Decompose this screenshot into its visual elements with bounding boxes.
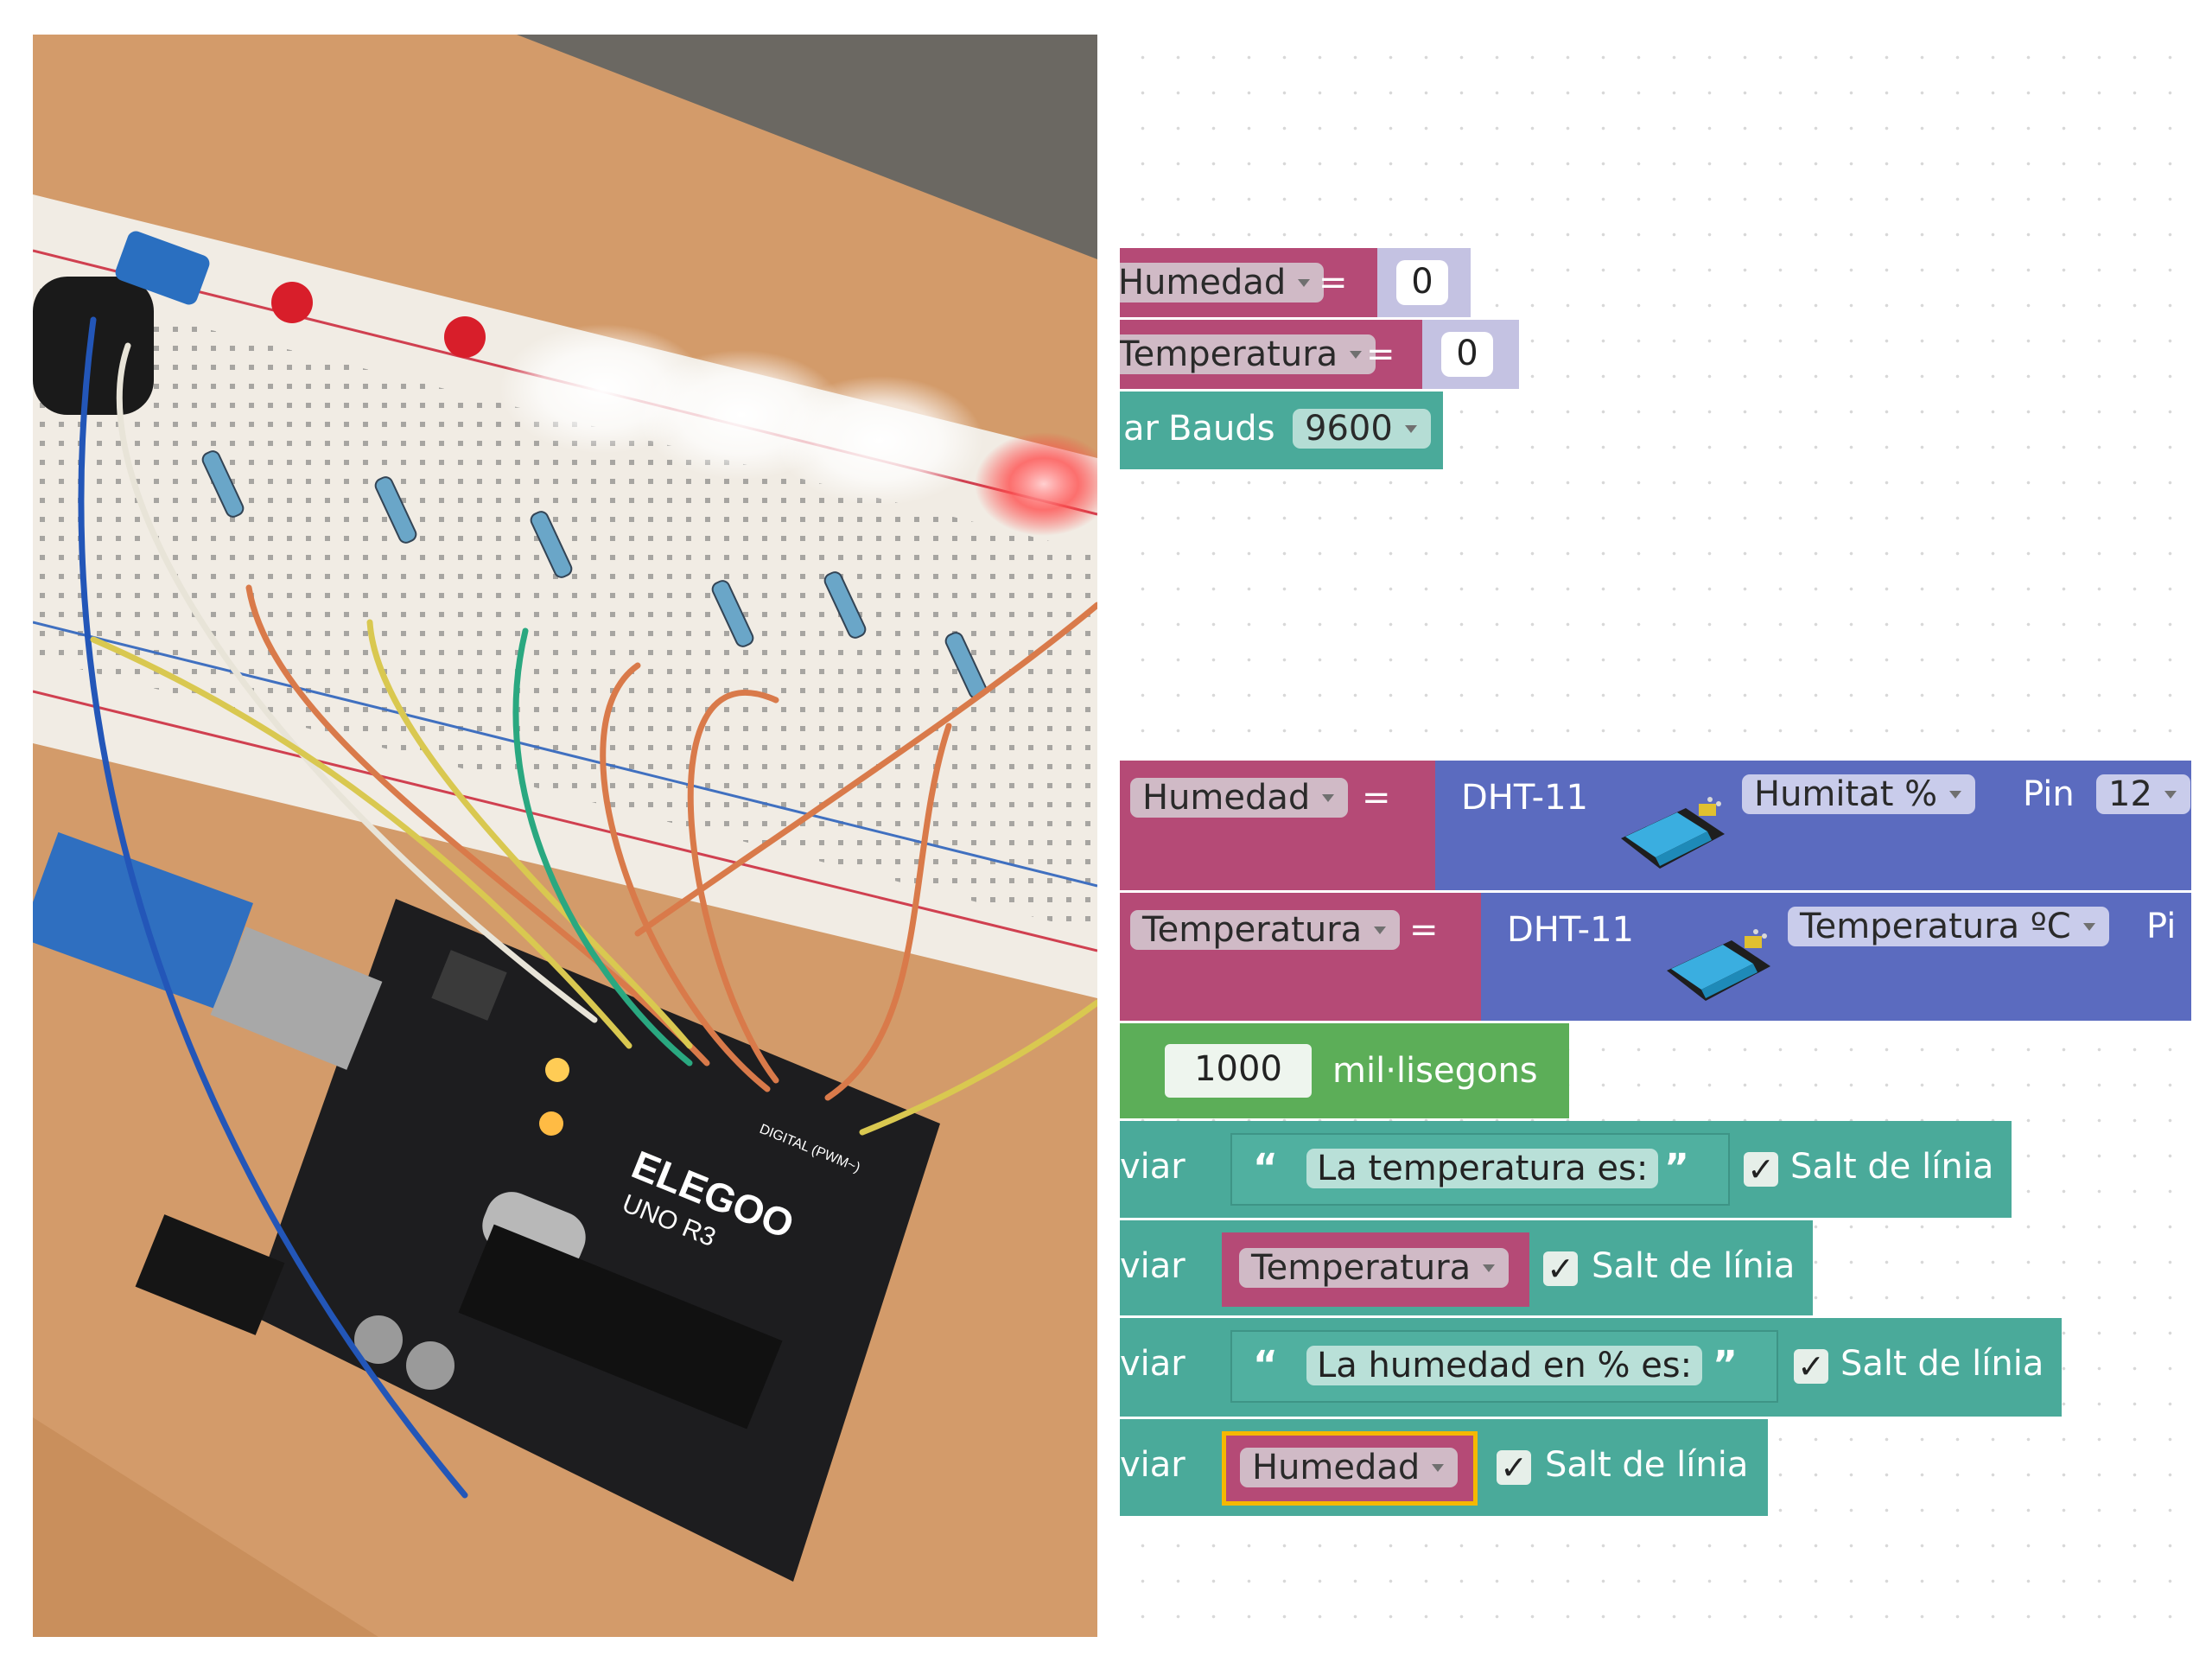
block-prefix: viar — [1120, 1147, 1185, 1187]
serial-print-block[interactable]: viar Humedad ✓ Salt de línia — [1120, 1419, 1768, 1516]
variable-dropdown-temperatura[interactable]: Temperatura — [1120, 334, 1376, 374]
sensor-name: DHT-11 — [1461, 778, 1588, 818]
equals-sign: = — [1409, 910, 1439, 950]
serial-print-block[interactable]: viar “ La humedad en % es: ” ✓ Salt de l… — [1120, 1318, 2062, 1417]
variable-get-block-selected[interactable]: Humedad — [1222, 1431, 1478, 1506]
set-humedad-sensor-block[interactable]: Humedad = — [1120, 761, 1457, 890]
newline-label: Salt de línia — [1790, 1147, 1994, 1187]
newline-label: Salt de línia — [1592, 1246, 1796, 1286]
sensor-mode-dropdown[interactable]: Humitat % — [1742, 774, 1976, 814]
red-led-glow — [975, 432, 1097, 536]
serial-begin-block[interactable]: ar Bauds 9600 — [1120, 392, 1443, 469]
dht11-sensor-icon — [1617, 786, 1729, 882]
variable-dropdown-temperatura[interactable]: Temperatura — [1239, 1248, 1510, 1288]
set-humedad-block[interactable]: Humedad = — [1120, 248, 1401, 317]
delay-block[interactable]: 1000 mil·lisegons — [1120, 1023, 1569, 1118]
open-quote-icon: “ — [1253, 1343, 1278, 1387]
baud-rate-value: 9600 — [1305, 409, 1393, 449]
jumper-wires — [78, 316, 1097, 1499]
delay-unit-label: mil·lisegons — [1332, 1051, 1538, 1091]
newline-label: Salt de línia — [1545, 1445, 1749, 1485]
serial-print-block[interactable]: viar Temperatura ✓ Salt de línia — [1120, 1220, 1813, 1315]
variable-label: Temperatura — [1251, 1248, 1471, 1288]
text-block[interactable]: “ La temperatura es: ” — [1230, 1133, 1730, 1206]
dht11-read-block[interactable]: DHT-11 Humitat % Pin 12 — [1435, 761, 2191, 890]
equals-sign: = — [1366, 334, 1395, 374]
baud-rate-dropdown[interactable]: 9600 — [1293, 409, 1431, 449]
delay-value-socket[interactable] — [1165, 1044, 1312, 1098]
usb-cable — [33, 831, 253, 1009]
sensor-name: DHT-11 — [1507, 910, 1634, 950]
variable-get-block[interactable]: Temperatura — [1222, 1232, 1529, 1307]
text-input[interactable]: La temperatura es: — [1306, 1149, 1659, 1188]
set-temperatura-block[interactable]: Temperatura = — [1120, 320, 1446, 389]
dht11-read-block[interactable]: DHT-11 Temperatura ºC Pi — [1481, 893, 2191, 1021]
block-prefix: viar — [1120, 1344, 1185, 1384]
text-input[interactable]: La humedad en % es: — [1306, 1346, 1703, 1385]
dht11-sensor-icon — [1662, 919, 1775, 1014]
open-quote-icon: “ — [1253, 1146, 1278, 1190]
blockly-workspace[interactable]: Humedad = 0 Temperatura = 0 ar Bauds 960… — [1120, 35, 2191, 1637]
equals-sign: = — [1319, 263, 1348, 302]
circuit-photo: ELEGOO UNO R3 DIGITAL (PWM~) — [33, 35, 1097, 1637]
equals-sign: = — [1362, 778, 1391, 818]
pin-label: Pi — [2146, 907, 2177, 946]
variable-label: Humedad — [1142, 778, 1311, 818]
pin-value: 12 — [2108, 774, 2152, 814]
red-led — [444, 316, 486, 358]
variable-label: Temperatura — [1142, 910, 1363, 950]
pin-label: Pin — [2023, 774, 2075, 814]
block-prefix: viar — [1120, 1246, 1185, 1286]
close-quote-icon: ” — [1713, 1343, 1738, 1387]
pin-dropdown[interactable]: 12 — [2096, 774, 2190, 814]
checkbox-checked-icon[interactable]: ✓ — [1794, 1349, 1828, 1384]
resistors — [201, 450, 988, 699]
red-led — [271, 282, 313, 323]
variable-dropdown-humedad[interactable]: Humedad — [1130, 778, 1349, 818]
close-quote-icon: ” — [1664, 1146, 1689, 1190]
sensor-mode-value: Temperatura ºC — [1800, 907, 2071, 946]
text-block[interactable]: “ La humedad en % es: ” — [1230, 1330, 1778, 1403]
checkbox-checked-icon[interactable]: ✓ — [1497, 1450, 1531, 1485]
number-input[interactable]: 0 — [1396, 260, 1448, 305]
serial-print-block[interactable]: viar “ La temperatura es: ” ✓ Salt de lí… — [1120, 1121, 2012, 1218]
newline-label: Salt de línia — [1840, 1344, 2044, 1384]
checkbox-checked-icon[interactable]: ✓ — [1744, 1152, 1778, 1187]
checkbox-checked-icon[interactable]: ✓ — [1543, 1251, 1578, 1286]
bauds-label: Bauds — [1168, 409, 1275, 449]
variable-dropdown-humedad[interactable]: Humedad — [1120, 263, 1325, 302]
set-temperatura-sensor-block[interactable]: Temperatura = — [1120, 893, 1502, 1021]
number-input[interactable]: 0 — [1441, 332, 1493, 377]
variable-dropdown-temperatura[interactable]: Temperatura — [1130, 910, 1401, 950]
variable-label: Humedad — [1252, 1448, 1421, 1487]
delay-value-input[interactable]: 1000 — [1194, 1049, 1282, 1089]
number-block[interactable]: 0 — [1377, 248, 1471, 317]
variable-label: Temperatura — [1120, 334, 1338, 374]
number-block[interactable]: 0 — [1422, 320, 1519, 389]
sensor-module — [33, 277, 154, 415]
block-prefix: viar — [1120, 1445, 1185, 1485]
variable-dropdown-humedad[interactable]: Humedad — [1240, 1448, 1459, 1487]
variable-label: Humedad — [1120, 263, 1287, 302]
sensor-mode-dropdown[interactable]: Temperatura ºC — [1788, 907, 2109, 946]
sensor-mode-value: Humitat % — [1754, 774, 1938, 814]
block-prefix: ar — [1123, 409, 1159, 449]
